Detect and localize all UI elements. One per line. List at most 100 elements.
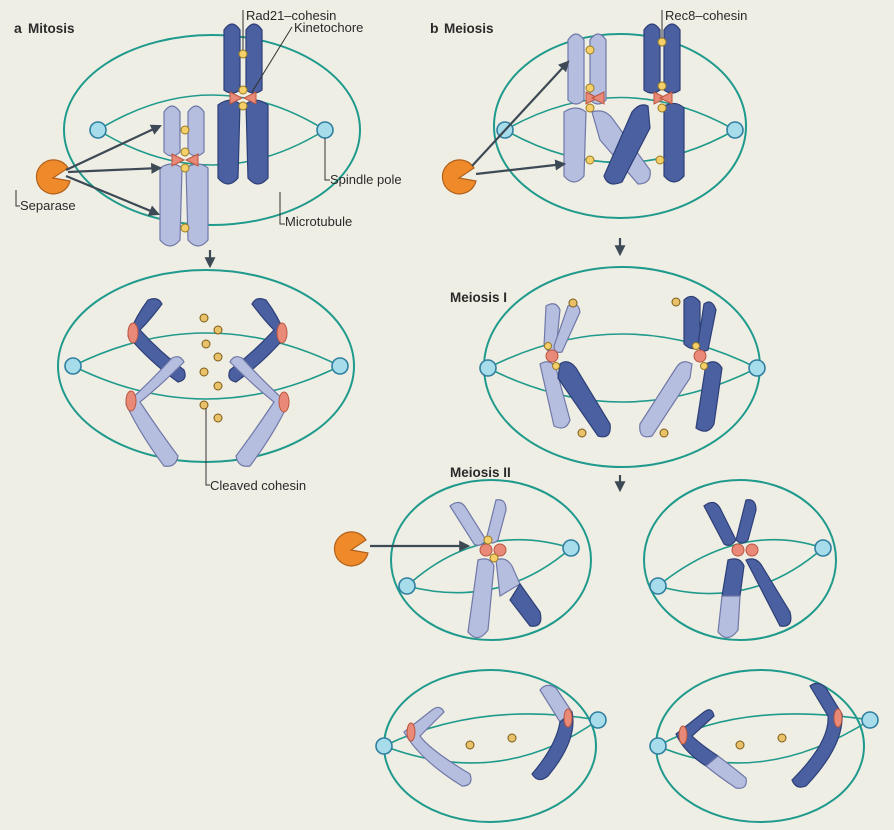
spindle-pole-icon — [399, 578, 415, 594]
chromatid-light — [564, 108, 586, 182]
meiosis-2-telophase-right — [638, 670, 890, 822]
meiosis-1-label: Meiosis I — [450, 290, 507, 305]
cohesin-icon — [586, 104, 594, 112]
cohesin-icon — [239, 86, 247, 94]
cohesin-icon — [545, 343, 552, 350]
kinetochore-icon — [126, 391, 136, 411]
kinetochore-icon — [679, 726, 687, 744]
kinetochore-icon — [564, 709, 572, 727]
meiosis-2-telophase-left — [364, 670, 618, 822]
cohesin-icon — [181, 164, 189, 172]
kinetochore-icon — [834, 709, 842, 727]
kinetochore-icon — [128, 323, 138, 343]
cleaved-cohesin-label: Cleaved cohesin — [210, 478, 306, 493]
spindle-pole-icon — [862, 712, 878, 728]
meiosis-2-cell-right — [638, 480, 843, 640]
cohesin-icon — [658, 38, 666, 46]
spindle-pole-icon — [332, 358, 348, 374]
spindle-pole-icon — [480, 360, 496, 376]
separase-arrow — [472, 62, 568, 166]
cleaved-cohesin-icon — [466, 741, 474, 749]
spindle-pole-icon — [317, 122, 333, 138]
separase-arrow — [68, 168, 160, 172]
rec8-cohesin-label: Rec8–cohesin — [665, 8, 747, 23]
separase-arrow — [66, 126, 160, 170]
kinetochore-icon — [694, 350, 706, 362]
cohesin-icon — [701, 363, 708, 370]
cleaved-cohesin-icon — [508, 734, 516, 742]
spindle-pole-icon — [90, 122, 106, 138]
separase-icon — [37, 160, 70, 194]
meiosis-2-cell-left — [387, 480, 591, 640]
cell-membrane — [64, 35, 360, 225]
panel-a-title: Mitosis — [28, 21, 75, 36]
cleaved-cohesin-icon — [672, 298, 680, 306]
kinetochore-icon — [732, 544, 744, 556]
kinetochore-icon — [172, 154, 184, 166]
cohesin-icon — [658, 82, 666, 90]
chromatid-dark — [644, 24, 660, 93]
microtubule-upper — [98, 95, 325, 130]
meiosis-metaphase-cell — [485, 24, 755, 218]
kinetochore-label: Kinetochore — [294, 20, 363, 35]
panel-b-letter: b — [430, 20, 439, 36]
kinetochore-icon — [480, 544, 492, 556]
spindle-pole-icon — [590, 712, 606, 728]
spindle-pole-icon — [650, 578, 666, 594]
cleaved-cohesin-icon — [569, 299, 577, 307]
cohesin-icon — [658, 104, 666, 112]
microtubule-upper — [505, 98, 735, 131]
cohesin-icon — [586, 156, 594, 164]
spindle-pole-icon — [650, 738, 666, 754]
cohesin-icon — [239, 102, 247, 110]
mitosis-metaphase-cell — [64, 24, 360, 246]
cohesin-icon — [586, 84, 594, 92]
panel-b-title: Meiosis — [444, 21, 494, 36]
microtubule-upper — [73, 333, 340, 366]
kinetochore-icon — [746, 544, 758, 556]
spindle-pole-icon — [815, 540, 831, 556]
meiosis-1-cell — [468, 267, 777, 467]
spindle-pole-icon — [727, 122, 743, 138]
spindle-pole-icon — [749, 360, 765, 376]
chromosome-light — [160, 106, 208, 246]
panel-a-letter: a — [14, 20, 22, 36]
cohesin-icon — [656, 156, 664, 164]
separase-arrow — [476, 164, 564, 174]
cohesin-icon — [693, 343, 700, 350]
separase-icon — [335, 532, 368, 566]
meiosis-2-label: Meiosis II — [450, 465, 511, 480]
cohesin-icon — [490, 554, 498, 562]
cohesin-icon — [181, 148, 189, 156]
spindle-pole-icon — [65, 358, 81, 374]
cleaved-cohesin-icon — [578, 429, 586, 437]
cleaved-cohesin-icon — [660, 429, 668, 437]
spindle-pole-icon — [563, 540, 579, 556]
chromatid-dark — [664, 24, 680, 93]
separase-icon — [443, 160, 476, 194]
cohesin-icon — [239, 50, 247, 58]
microtubule-lower — [98, 130, 325, 165]
chromatid-dark — [664, 103, 684, 182]
kinetochore-icon — [279, 392, 289, 412]
cohesin-icon — [553, 363, 560, 370]
separase-label: Separase — [20, 198, 76, 213]
cohesin-icon — [586, 46, 594, 54]
cleaved-cohesin-leader — [206, 408, 210, 485]
cohesin-icon — [181, 224, 189, 232]
separase-arrow — [66, 176, 158, 214]
cohesin-icon — [484, 536, 492, 544]
kinetochore-icon — [407, 723, 415, 741]
cell-membrane — [494, 34, 746, 218]
cohesin-icon — [181, 126, 189, 134]
spindle-pole-icon — [376, 738, 392, 754]
microtubule-label: Microtubule — [285, 214, 352, 229]
chromatid-light — [568, 34, 584, 104]
cleaved-cohesin-icon — [778, 734, 786, 742]
kinetochore-icon — [277, 323, 287, 343]
spindle-pole-label: Spindle pole — [330, 172, 402, 187]
cleaved-cohesin-icon — [736, 741, 744, 749]
cleaved-cohesin-cluster — [200, 314, 222, 422]
kinetochore-icon — [546, 350, 558, 362]
